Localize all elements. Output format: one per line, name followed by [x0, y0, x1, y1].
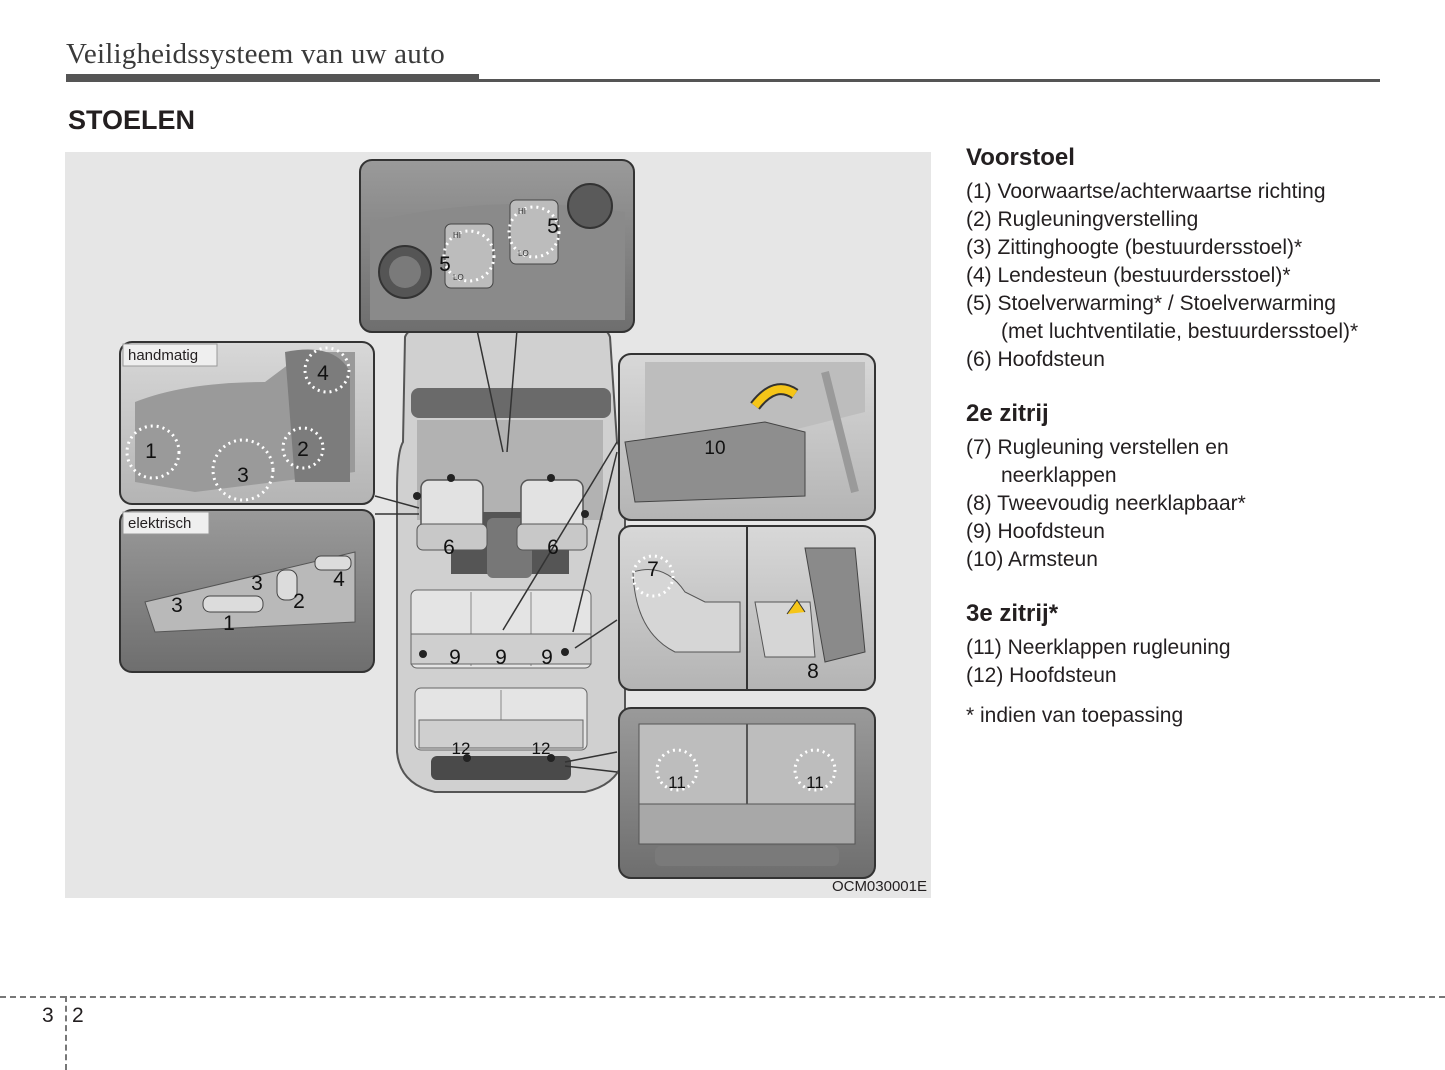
- callout-9-center: 9: [495, 646, 507, 669]
- heater-hi-label-right: HI: [518, 207, 526, 216]
- callout-11-right: 11: [806, 773, 824, 792]
- heater-hi-label-left: HI: [453, 231, 461, 240]
- legend-footnote: * indien van toepassing: [966, 704, 1184, 727]
- legend-item: (3) Zittinghoogte (bestuurdersstoel)*: [966, 236, 1303, 259]
- callout-10: 10: [704, 438, 725, 459]
- callout-1-manual: 1: [145, 440, 157, 463]
- legend-item-continuation: (met luchtventilatie, bestuurdersstoel)*: [1001, 320, 1359, 343]
- legend-third-title: 3e zitrij*: [966, 600, 1059, 627]
- chapter-number: 3: [42, 1004, 54, 1027]
- callout-12-left: 12: [452, 739, 471, 758]
- callout-5-right: 5: [547, 215, 559, 238]
- legend-item: (1) Voorwaartse/achterwaartse richting: [966, 180, 1326, 203]
- legend-column: Voorstoel (1) Voorwaartse/achterwaartse …: [966, 144, 1406, 730]
- callout-4-electric: 4: [333, 568, 345, 591]
- seat-diagram: HI LO HI LO handmatig elektrisch: [119, 159, 876, 879]
- callout-8: 8: [807, 660, 819, 683]
- callout-11-left: 11: [668, 773, 686, 792]
- callout-9-right: 9: [541, 646, 553, 669]
- callout-12-right: 12: [532, 739, 551, 758]
- page-number: 2: [72, 1004, 84, 1027]
- callout-numbers: 5 5 1 3 2 4 3 1 3 2 4 6 6 9 9 9 12 12 10…: [145, 215, 824, 792]
- legend-item: (6) Hoofdsteun: [966, 348, 1105, 371]
- callout-1-electric: 1: [223, 612, 235, 635]
- legend-item: (9) Hoofdsteun: [966, 520, 1105, 543]
- chapter-title: Veiligheidssysteem van uw auto: [66, 38, 445, 70]
- heater-switch-inset: HI LO HI LO: [359, 159, 635, 333]
- legend-second-title: 2e zitrij: [966, 400, 1049, 427]
- leader-lines: [374, 329, 618, 773]
- cargo-area-inset: [618, 707, 876, 879]
- legend-second-row: 2e zitrij (7) Rugleuning verstellen en n…: [966, 400, 1406, 574]
- legend-item-continuation: neerklappen: [1001, 464, 1117, 487]
- footer-divider: [0, 996, 1445, 998]
- legend-item: (7) Rugleuning verstellen en: [966, 436, 1229, 459]
- callout-7: 7: [647, 558, 659, 581]
- figure-code: OCM030001E: [831, 878, 927, 895]
- callout-2-electric: 2: [293, 590, 305, 613]
- callout-3-manual: 3: [237, 464, 249, 487]
- callout-3a-electric: 3: [171, 594, 183, 617]
- callout-2-manual: 2: [297, 438, 309, 461]
- callout-6-right: 6: [547, 536, 559, 559]
- callout-6-left: 6: [443, 536, 455, 559]
- legend-item: (10) Armsteun: [966, 548, 1098, 571]
- callout-9-left: 9: [449, 646, 461, 669]
- label-electric: elektrisch: [128, 515, 191, 532]
- legend-third-row: 3e zitrij* (11) Neerklappen rugleuning (…: [966, 600, 1406, 690]
- section-heading: STOELEN: [68, 105, 196, 135]
- footer-vertical-divider: [65, 996, 67, 1070]
- car-top-view: [396, 319, 626, 793]
- legend-item: (12) Hoofdsteun: [966, 664, 1117, 687]
- callout-5-left: 5: [439, 253, 451, 276]
- callout-3b-electric: 3: [251, 572, 263, 595]
- legend-item: (8) Tweevoudig neerklapbaar*: [966, 492, 1246, 515]
- header-rule-thick: [66, 74, 479, 82]
- legend-item: (4) Lendesteun (bestuurdersstoel)*: [966, 264, 1291, 287]
- electric-seat-inset: elektrisch: [119, 509, 375, 673]
- seat-overview-figure: HI LO HI LO handmatig elektrisch: [65, 152, 931, 898]
- legend-item: (5) Stoelverwarming* / Stoelverwarming: [966, 292, 1336, 315]
- armrest-inset: [618, 353, 876, 521]
- second-row-fold-inset: [618, 525, 876, 691]
- header-rule-thin: [479, 79, 1380, 82]
- label-manual: handmatig: [128, 347, 198, 364]
- legend-front-seat: Voorstoel (1) Voorwaartse/achterwaartse …: [966, 144, 1406, 374]
- legend-front-title: Voorstoel: [966, 144, 1075, 171]
- manual-seat-inset: handmatig: [119, 341, 375, 505]
- heater-lo-label-right: LO: [518, 249, 529, 258]
- callout-4-manual: 4: [317, 362, 329, 385]
- heater-lo-label-left: LO: [453, 273, 464, 282]
- legend-item: (11) Neerklappen rugleuning: [966, 636, 1231, 659]
- legend-item: (2) Rugleuningverstelling: [966, 208, 1199, 231]
